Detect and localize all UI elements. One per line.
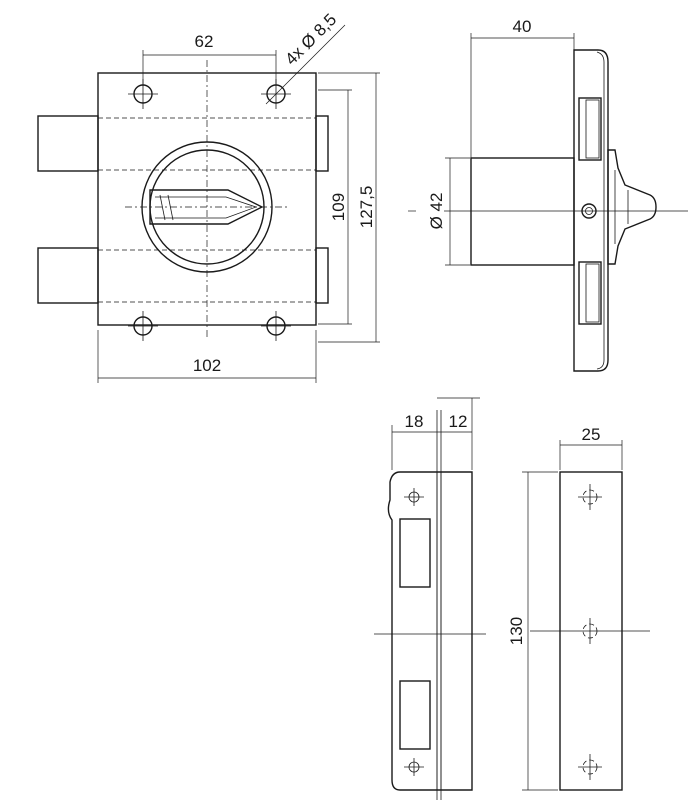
keeper-side-dimensions: 18 12 (391, 397, 480, 470)
front-view (37, 60, 329, 341)
dim-hole-callout: 4x Ø 8,5 (281, 10, 340, 69)
dim-depth: 40 (513, 17, 532, 36)
dim-rail-height-outer: 127,5 (357, 186, 376, 229)
keeper-front-dimensions: 25 130 (507, 425, 623, 791)
side-view-dimensions: 40 Ø 42 (408, 17, 575, 266)
keeper-hole-middle (530, 618, 650, 644)
dim-keeper-depth-b: 12 (449, 412, 468, 431)
thumb-turn (149, 189, 264, 225)
dim-cylinder-diameter: Ø 42 (427, 193, 446, 230)
keeper-body-side (387, 471, 473, 791)
dim-body-width: 102 (193, 356, 221, 375)
thumb-knob-side (607, 149, 657, 265)
side-view (444, 49, 688, 372)
keeper-hole-bottom (578, 754, 602, 780)
lower-bolt (37, 247, 99, 304)
mounting-hole-bottom-left (128, 311, 158, 341)
keeper-front-view (530, 471, 650, 791)
keeper-slot-upper (399, 518, 431, 588)
base-plate-profile (573, 49, 609, 372)
upper-bolt (37, 115, 99, 172)
cylinder-rosette (141, 141, 273, 273)
keeper-hole-top (578, 484, 602, 510)
front-view-dimensions: 62 4x Ø 8,5 102 109 127,5 (97, 10, 380, 383)
keeper-side-view (374, 410, 486, 800)
dim-hole-spacing: 62 (195, 32, 214, 51)
lower-bolt-right-stub (315, 247, 329, 304)
cylinder-side (470, 157, 575, 266)
mounting-hole-bottom-right (261, 311, 291, 341)
keeper-slot-lower (399, 680, 431, 750)
dim-keeper-width: 25 (582, 425, 601, 444)
dim-keeper-height: 130 (507, 617, 526, 645)
dim-keeper-depth-a: 18 (405, 412, 424, 431)
dim-rail-height-inner: 109 (329, 193, 348, 221)
upper-bolt-right-stub (315, 115, 329, 172)
